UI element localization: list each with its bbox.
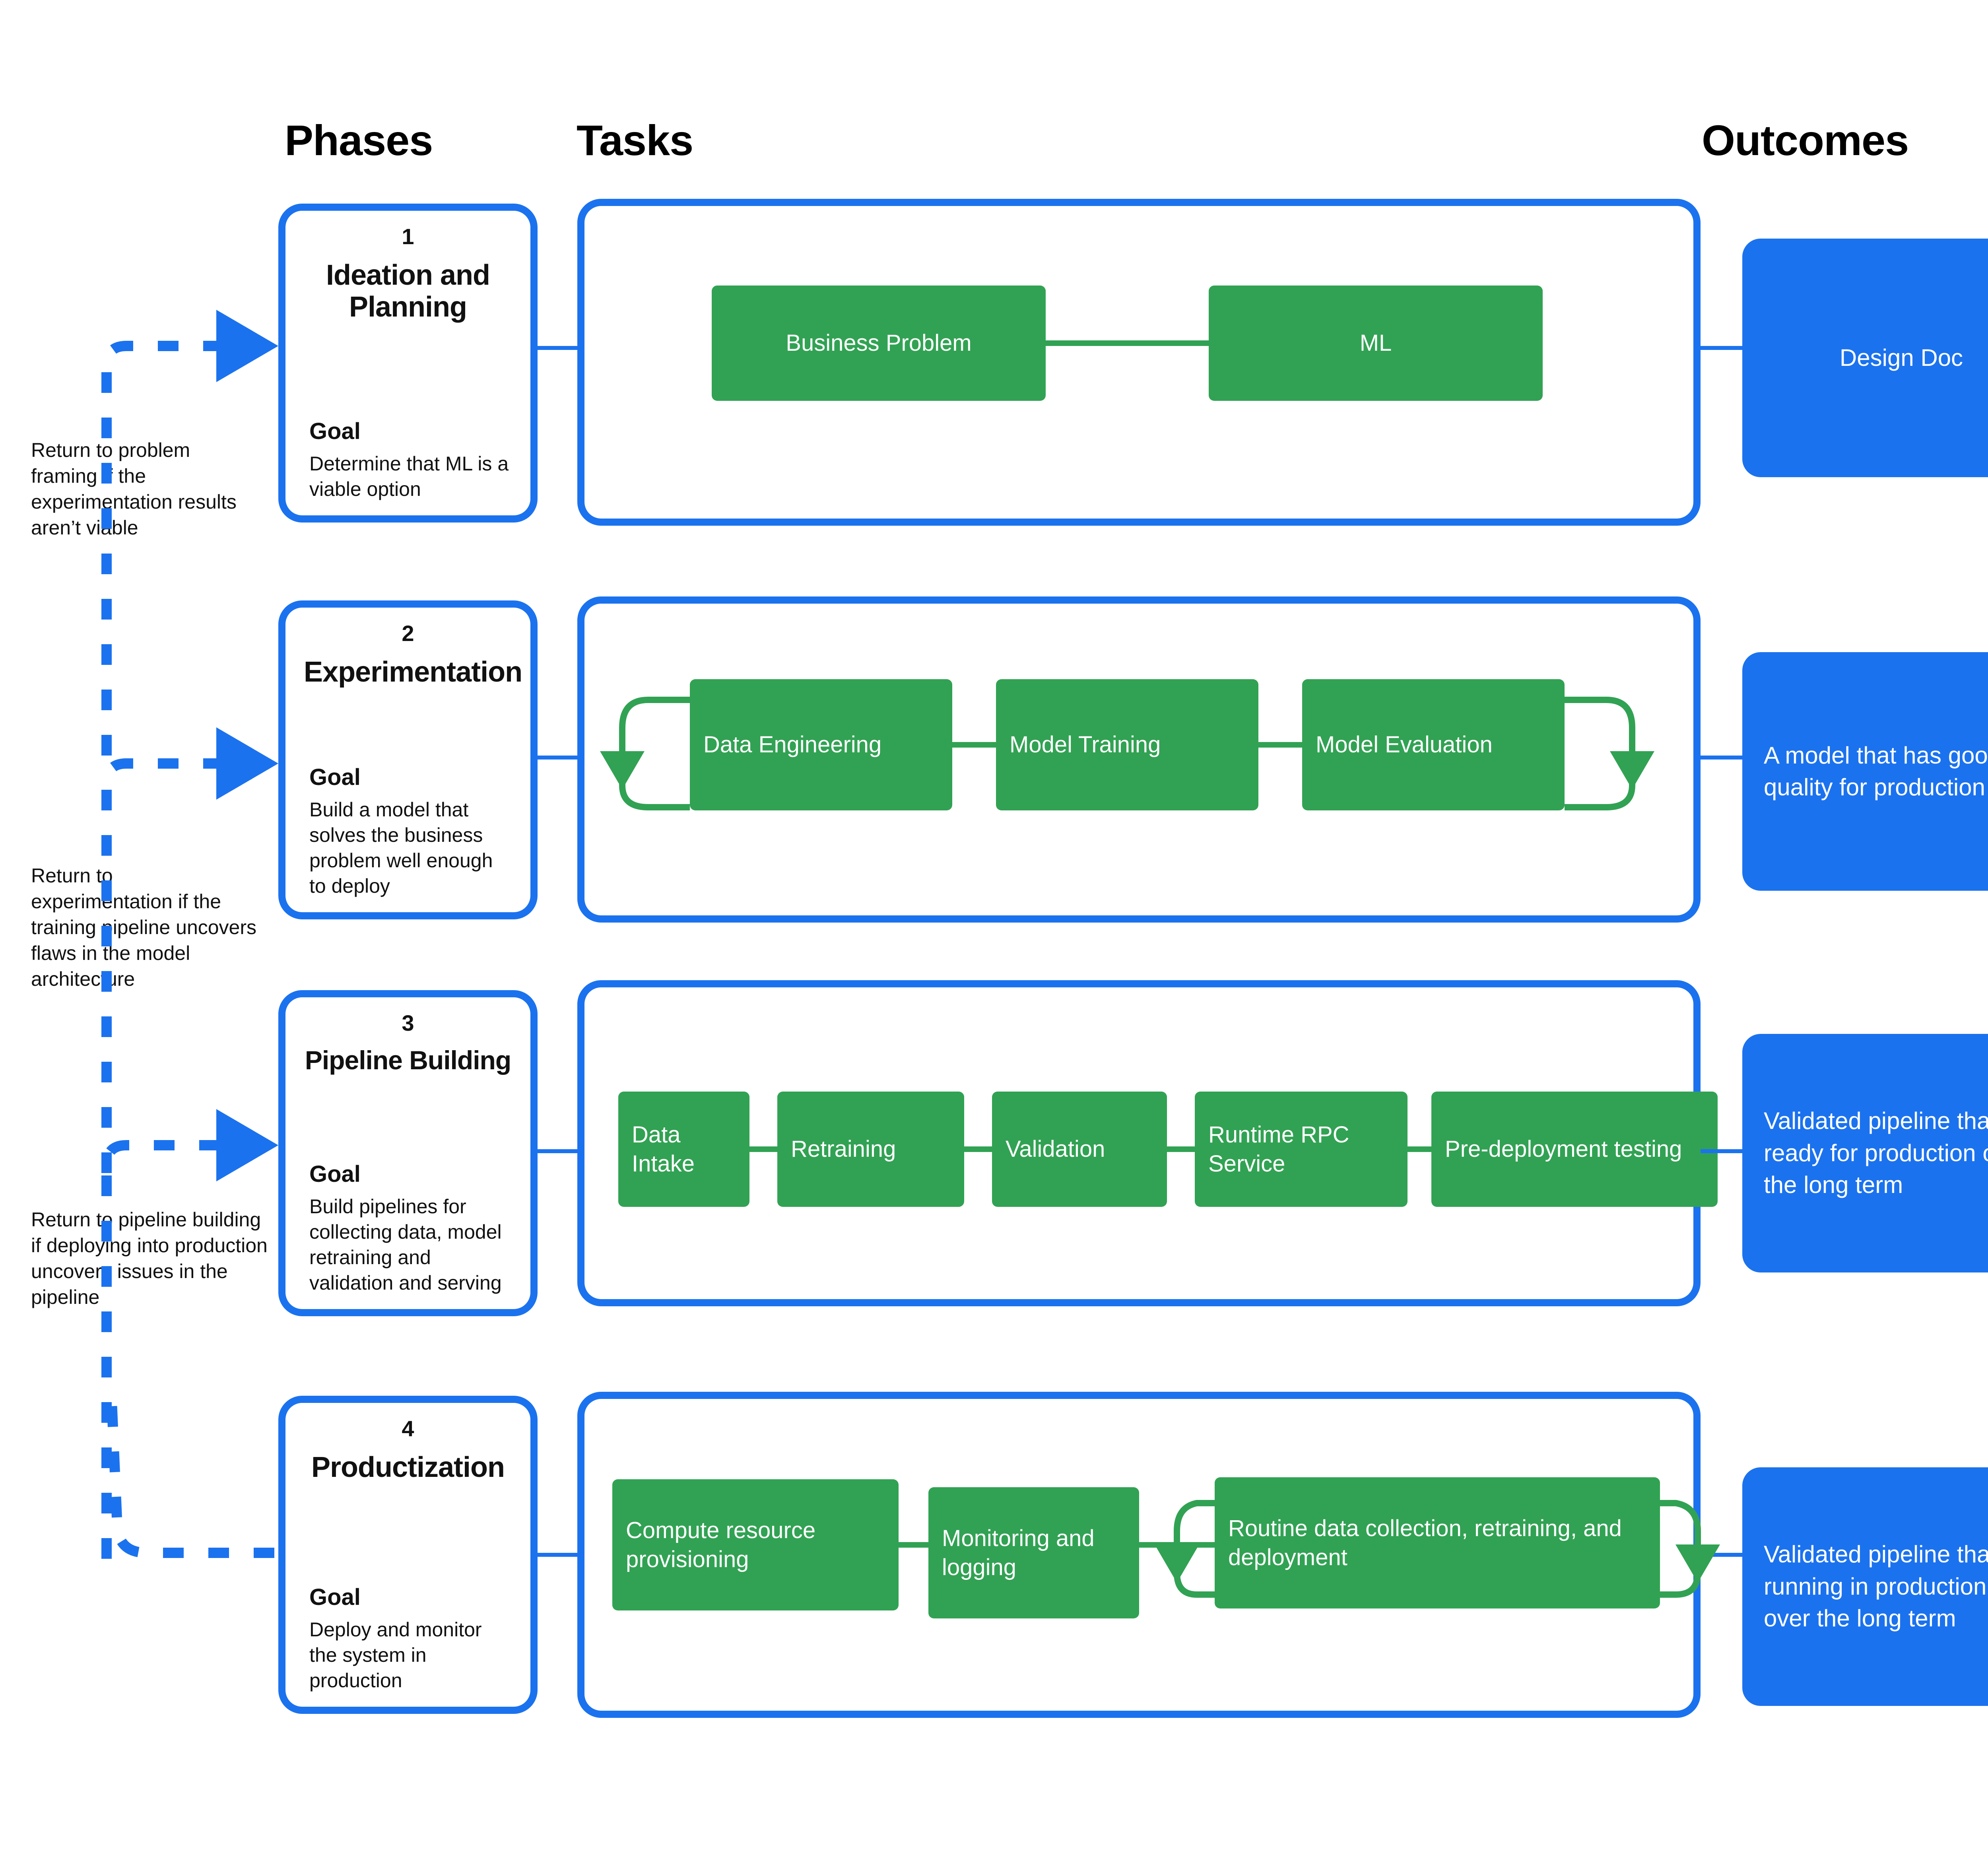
- goal-text: Build a model that solves the business p…: [309, 798, 493, 897]
- phase-number: 4: [402, 1416, 414, 1441]
- connector-tasks1-outcome: [1701, 346, 1742, 350]
- goal-label: Goal: [309, 418, 361, 445]
- goal-text: Determine that ML is a viable option: [309, 453, 509, 500]
- connector-phase4-tasks: [538, 1553, 577, 1557]
- phase-title: Experimentation: [304, 656, 522, 688]
- task-box-retraining[interactable]: Retraining: [777, 1092, 964, 1207]
- task-box-data-engineering[interactable]: Data Engineering: [690, 679, 952, 810]
- column-header-phases: Phases: [285, 116, 433, 164]
- task-connector: [1139, 1542, 1215, 1548]
- outcome-box-validated-pipeline-ready[interactable]: Validated pipeline that's ready for prod…: [1742, 1034, 1988, 1272]
- phase-goal: Goal Build pipelines for collecting data…: [304, 1160, 512, 1297]
- feedback-note-left-2: Return to experimentation if the trainin…: [31, 864, 257, 990]
- phase-goal: Goal Build a model that solves the busin…: [304, 763, 512, 900]
- column-header-outcomes: Outcomes: [1702, 116, 1909, 164]
- task-box-model-training[interactable]: Model Training: [996, 679, 1258, 810]
- phase-card-4[interactable]: 4 Productization Goal Deploy and monitor…: [278, 1396, 538, 1714]
- task-box-data-intake[interactable]: Data Intake: [618, 1092, 749, 1207]
- feedback-arrow-1: [101, 310, 278, 756]
- phase-number: 2: [402, 621, 414, 646]
- phase-goal: Goal Deploy and monitor the system in pr…: [304, 1583, 512, 1695]
- connector-phase3-tasks: [538, 1149, 577, 1153]
- connector-tasks3-outcome: [1701, 1149, 1742, 1153]
- phase-number: 1: [402, 224, 414, 249]
- goal-label: Goal: [309, 1584, 361, 1610]
- outcome-box-design-doc[interactable]: Design Doc: [1742, 239, 1988, 477]
- task-box-business-problem[interactable]: Business Problem: [712, 286, 1046, 401]
- task-box-routine-data-collection[interactable]: Routine data collection, retraining, and…: [1215, 1477, 1660, 1608]
- task-connector: [952, 742, 996, 748]
- connector-phase1-tasks: [538, 346, 577, 350]
- outcome-box-model-quality[interactable]: A model that has good quality for produc…: [1742, 652, 1988, 891]
- task-box-validation[interactable]: Validation: [992, 1092, 1167, 1207]
- connector-phase2-tasks: [538, 756, 577, 760]
- phase-goal: Goal Determine that ML is a viable optio…: [304, 418, 512, 503]
- phase-title: Productization: [311, 1451, 505, 1483]
- phase-title: Pipeline Building: [305, 1045, 511, 1075]
- task-connector: [1046, 340, 1209, 346]
- goal-text: Build pipelines for collecting data, mod…: [309, 1195, 502, 1294]
- column-header-tasks: Tasks: [577, 116, 693, 164]
- goal-label: Goal: [309, 1161, 361, 1187]
- phase-card-3[interactable]: 3 Pipeline Building Goal Build pipelines…: [278, 990, 538, 1316]
- task-box-pre-deployment-testing[interactable]: Pre-deployment testing: [1431, 1092, 1718, 1207]
- phase-card-1[interactable]: 1 Ideation and Planning Goal Determine t…: [278, 204, 538, 523]
- task-connector: [1167, 1146, 1195, 1152]
- task-box-ml[interactable]: ML: [1209, 286, 1543, 401]
- task-box-compute-resource-provisioning[interactable]: Compute resource provisioning: [612, 1479, 899, 1610]
- task-connector: [1258, 742, 1302, 748]
- task-box-monitoring-and-logging[interactable]: Monitoring and logging: [928, 1487, 1139, 1618]
- task-box-runtime-rpc-service[interactable]: Runtime RPC Service: [1195, 1092, 1408, 1207]
- task-connector: [899, 1542, 928, 1548]
- phase-card-2[interactable]: 2 Experimentation Goal Build a model tha…: [278, 600, 538, 919]
- phase-title: Ideation and Planning: [326, 259, 490, 323]
- feedback-note-left-1: Return to problem framing if the experim…: [31, 439, 237, 539]
- goal-text: Deploy and monitor the system in product…: [309, 1618, 482, 1692]
- feedback-arrow-4: [106, 1391, 274, 1558]
- feedback-note-left-3: Return to pipeline building if deploying…: [31, 1208, 268, 1308]
- connector-tasks4-outcome: [1701, 1553, 1742, 1557]
- task-connector: [1408, 1146, 1431, 1152]
- task-connector: [749, 1146, 777, 1152]
- phase-number: 3: [402, 1010, 414, 1035]
- outcome-box-validated-pipeline-running[interactable]: Validated pipeline that's running in pro…: [1742, 1467, 1988, 1706]
- task-box-model-evaluation[interactable]: Model Evaluation: [1302, 679, 1565, 810]
- connector-tasks2-outcome: [1701, 756, 1742, 760]
- goal-label: Goal: [309, 764, 361, 791]
- task-connector: [964, 1146, 992, 1152]
